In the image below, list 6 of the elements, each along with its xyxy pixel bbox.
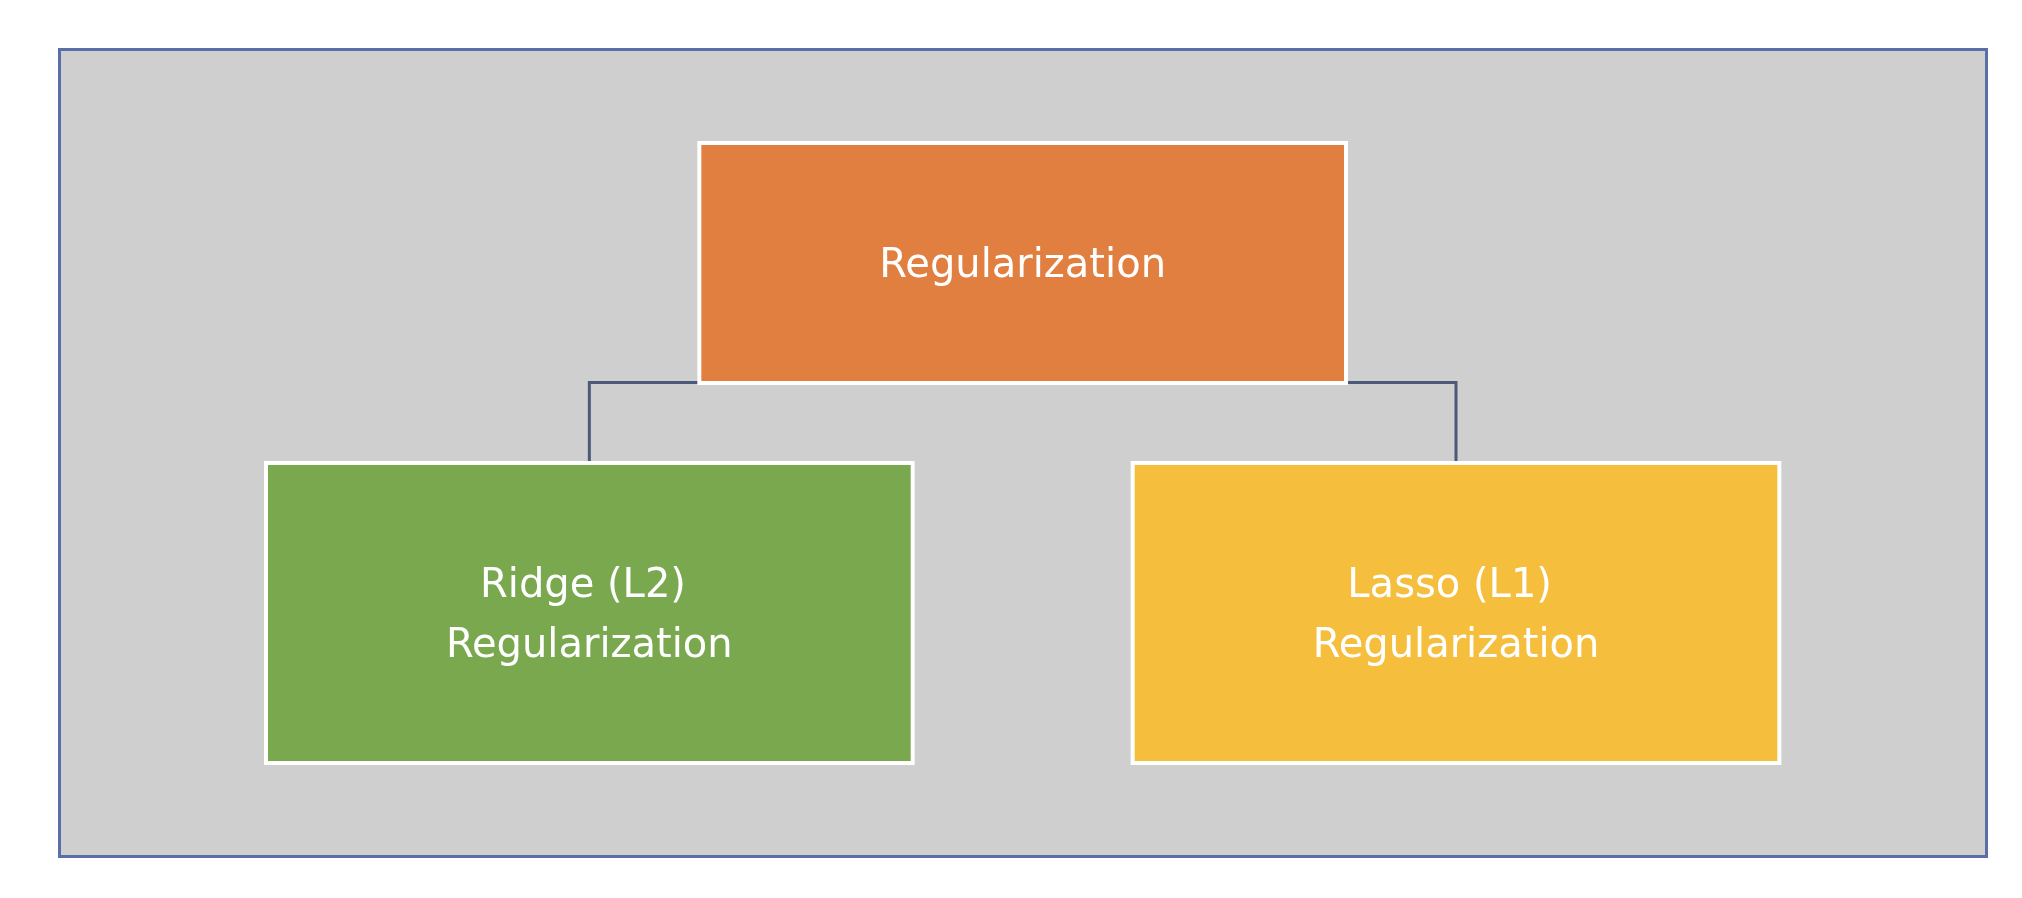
- panel-background: Regularization Ridge (L2) Regularization Lasso (L1) Regularization: [58, 48, 1988, 858]
- connector: [1346, 380, 1458, 463]
- node-box: [1131, 461, 1782, 765]
- node-box: [697, 141, 1349, 385]
- node-box: [264, 461, 915, 765]
- connector: [588, 380, 700, 463]
